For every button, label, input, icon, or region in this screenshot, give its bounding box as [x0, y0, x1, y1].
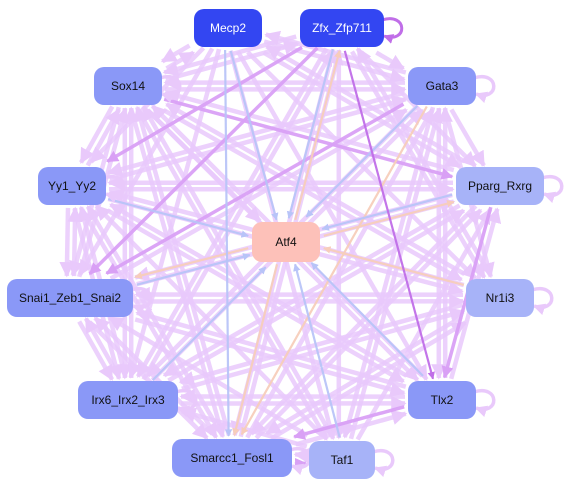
edge-smarcc1-to-pparg	[254, 208, 483, 440]
edge-tlx2-to-smarcc1	[293, 405, 405, 440]
node-box	[252, 222, 320, 262]
edge-taf1-to-smarcc1	[293, 448, 310, 464]
node-pparg[interactable]: Pparg_Rxrg	[456, 167, 544, 205]
edge-gata3-to-pparg	[449, 108, 486, 167]
edge-irx6-to-atf4	[151, 266, 267, 381]
node-gata3[interactable]: Gata3	[408, 67, 476, 105]
self-loop-yy1	[103, 174, 126, 204]
node-label: Yy1_Yy2	[48, 179, 96, 193]
node-yy1[interactable]: Yy1_Yy2	[38, 167, 106, 205]
edge-pparg-to-irx6	[162, 203, 461, 378]
self-loop-pparg	[541, 174, 564, 204]
edge-yy1-to-tlx2	[106, 208, 405, 384]
edge-smarcc1-to-taf1	[294, 457, 308, 470]
edge-zfx-to-snai1	[88, 46, 319, 276]
self-loop-taf1	[372, 448, 395, 478]
node-smarcc1[interactable]: Smarcc1_Fosl1	[172, 439, 292, 477]
edge-sox14-to-mecp2	[165, 50, 196, 71]
node-snai1[interactable]: Snai1_Zeb1_Snai2	[7, 279, 133, 317]
edge-irx6-to-pparg	[167, 208, 466, 383]
edge-gata3-to-yy1	[106, 90, 405, 177]
node-label: Smarcc1_Fosl1	[190, 451, 274, 465]
node-label: Sox14	[111, 79, 145, 93]
node-box	[300, 9, 384, 47]
node-zfx[interactable]: Zfx_Zfp711	[300, 9, 384, 47]
edge-yy1-to-atf4	[107, 198, 249, 238]
edge-gata3-to-smarcc1	[240, 105, 428, 436]
edge-sox14-to-nr1i3	[162, 108, 463, 282]
self-loop-nr1i3	[531, 286, 554, 316]
self-loop-sox14	[159, 74, 182, 104]
node-taf1[interactable]: Taf1	[309, 441, 375, 479]
edge-snai1-to-atf4	[136, 253, 251, 286]
node-label: Nr1i3	[486, 291, 515, 305]
edge-zfx-to-atf4	[286, 48, 335, 219]
edge-gata3-to-atf4	[305, 105, 419, 218]
edge-tlx2-to-yy1	[109, 202, 408, 378]
edge-taf1-to-snai1	[107, 315, 309, 438]
node-box	[466, 279, 534, 317]
node-nr1i3[interactable]: Nr1i3	[466, 279, 534, 317]
node-atf4[interactable]: Atf4	[252, 222, 320, 262]
edge-tlx2-to-snai1	[135, 308, 407, 389]
node-label: Irx6_Irx2_Irx3	[91, 393, 165, 407]
self-loop-tlx2	[473, 388, 496, 418]
node-label: Atf4	[275, 235, 297, 249]
edge-zfx-to-gata3	[375, 50, 405, 71]
edge-yy1-to-smarcc1	[80, 208, 219, 439]
node-layer: Mecp2 Zfx_Zfp711Gata3Pparg_RxrgNr1i3Tlx2T…	[7, 9, 544, 479]
edge-layer	[59, 17, 564, 478]
edge-atf4-to-pparg	[323, 199, 455, 237]
node-tlx2[interactable]: Tlx2	[408, 381, 476, 419]
edge-taf1-to-atf4	[293, 263, 341, 438]
node-box	[309, 441, 375, 479]
edge-atf4-to-zfx	[294, 50, 342, 221]
self-loop-zfx	[381, 17, 404, 44]
edge-tlx2-to-atf4	[310, 262, 424, 377]
node-sox14[interactable]: Sox14	[94, 67, 162, 105]
edge-snai1-to-irx6	[77, 320, 115, 381]
edge-atf4-to-snai1	[134, 247, 249, 279]
edge-mecp2-to-sox14	[160, 43, 191, 64]
edge-irx6-to-zfx	[141, 50, 335, 381]
edge-mecp2-to-atf4	[229, 50, 279, 221]
node-box	[172, 439, 292, 477]
edge-yy1-to-sox14	[85, 108, 121, 167]
node-box	[78, 381, 178, 419]
node-box	[456, 167, 544, 205]
node-label: Tlx2	[431, 393, 454, 407]
node-box	[7, 279, 133, 317]
node-box	[194, 9, 262, 47]
node-label: Snai1_Zeb1_Snai2	[19, 291, 121, 305]
edge-sox14-to-pparg	[163, 97, 454, 180]
edge-gata3-to-snai1	[105, 102, 405, 275]
node-box	[94, 67, 162, 105]
node-label: Taf1	[331, 453, 354, 467]
node-box	[408, 67, 476, 105]
edge-zfx-to-yy1	[106, 45, 303, 163]
edge-smarcc1-to-tlx2	[295, 410, 408, 447]
node-label: Zfx_Zfp711	[312, 21, 372, 35]
edge-zfx-to-tlx2	[343, 50, 435, 380]
edge-mecp2-to-smarcc1	[224, 49, 233, 437]
edge-smarcc1-to-nr1i3	[270, 320, 467, 441]
node-mecp2[interactable]: Mecp2	[194, 9, 262, 47]
edge-nr1i3-to-atf4	[323, 246, 465, 286]
self-loop-gata3	[473, 74, 496, 104]
edge-snai1-to-tlx2	[134, 317, 406, 397]
edge-smarcc1-to-yy1	[85, 205, 224, 436]
edge-snai1-to-gata3	[109, 108, 408, 281]
node-irx6[interactable]: Irx6_Irx2_Irx3	[78, 381, 178, 419]
self-loop-snai1	[130, 286, 153, 316]
node-label: Gata3	[426, 79, 459, 93]
self-loop-irx6	[175, 388, 198, 418]
edge-yy1-to-gata3	[109, 95, 408, 182]
node-box	[38, 167, 106, 205]
edge-yy1-to-snai1	[59, 207, 75, 278]
edge-atf4-to-smarcc1	[232, 264, 279, 437]
node-label: Mecp2	[210, 21, 246, 35]
node-box	[408, 381, 476, 419]
node-label: Pparg_Rxrg	[468, 179, 532, 193]
